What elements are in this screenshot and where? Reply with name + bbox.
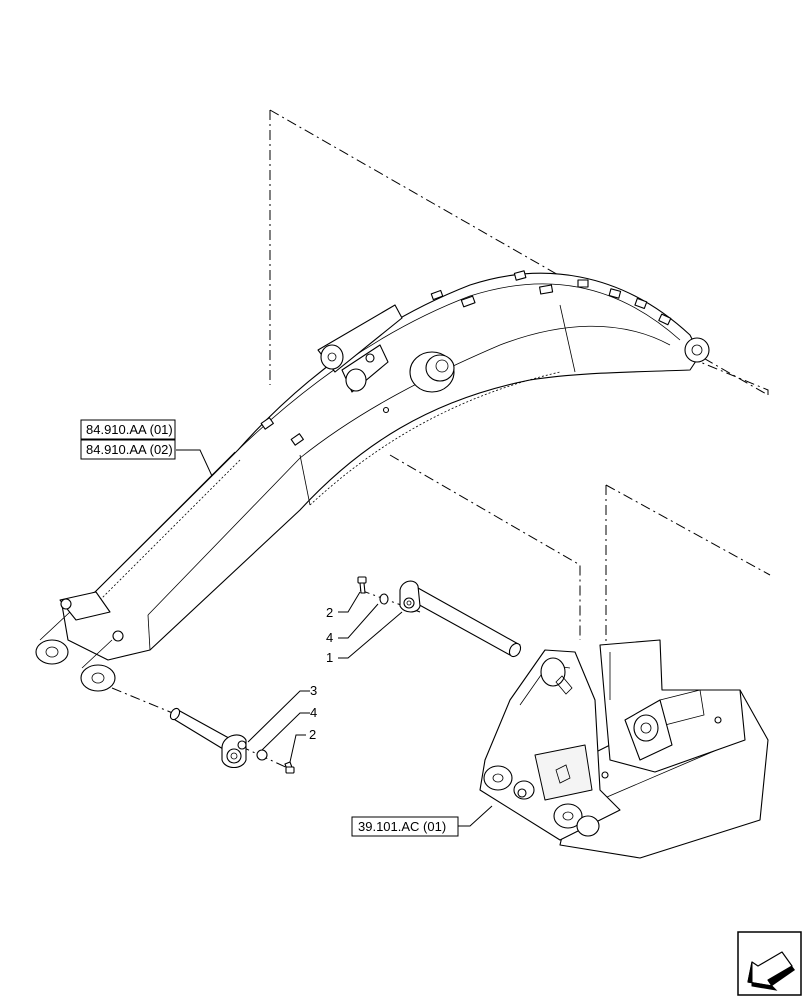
callout-upper-bolt: 2	[326, 605, 333, 620]
callout-upper-washer: 4	[326, 630, 333, 645]
reference-box-boom-1: 84.910.AA (01)	[80, 419, 176, 440]
leader-lines	[176, 449, 493, 827]
callout-lower-washer: 4	[310, 705, 317, 720]
callout-lower-bolt: 2	[309, 727, 316, 742]
alignment-lines	[111, 109, 771, 771]
reference-box-frame: 39.101.AC (01)	[351, 816, 459, 837]
reference-label-boom-2: 84.910.AA (02)	[86, 442, 173, 457]
callout-lower-pin: 3	[310, 683, 317, 698]
callout-group-upper: 2 4 1	[326, 605, 333, 665]
reference-box-boom-2: 84.910.AA (02)	[80, 439, 176, 460]
boom-arm	[35, 270, 710, 692]
reference-label-frame: 39.101.AC (01)	[358, 819, 446, 834]
direction-arrow-icon	[737, 931, 802, 996]
callout-group-lower: 3 4 2	[309, 683, 317, 742]
upper-pin-assembly	[357, 576, 522, 658]
lower-pin-assembly	[169, 707, 295, 774]
callout-upper-pin: 1	[326, 650, 333, 665]
turret-frame	[479, 639, 769, 859]
reference-label-boom-1: 84.910.AA (01)	[86, 422, 173, 437]
